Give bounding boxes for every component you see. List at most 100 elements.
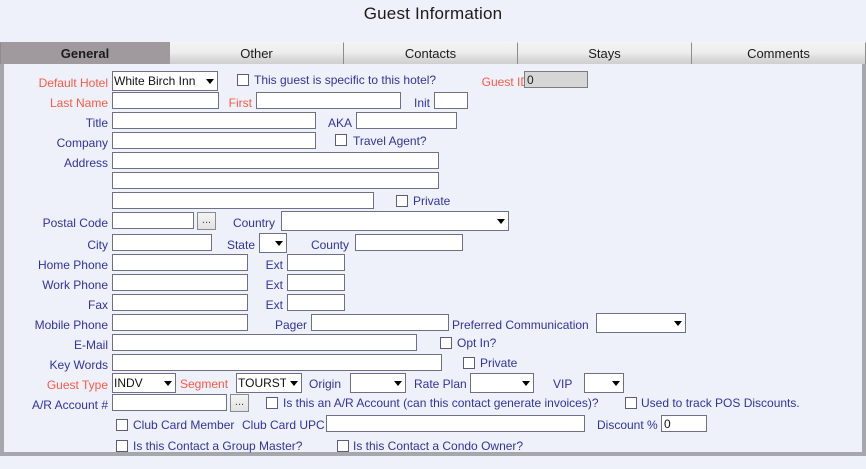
- aka-field[interactable]: [356, 112, 457, 129]
- specific-hotel-label: This guest is specific to this hotel?: [254, 73, 437, 87]
- default-hotel-select[interactable]: White Birch Inn: [112, 71, 218, 91]
- home-phone-label: Home Phone: [37, 258, 108, 272]
- default-hotel-select-control[interactable]: White Birch Inn: [112, 71, 218, 91]
- condo-owner-label: Is this Contact a Condo Owner?: [353, 439, 524, 453]
- country-select-control[interactable]: [281, 211, 509, 231]
- club-card-member-checkbox[interactable]: [116, 419, 128, 431]
- state-label: State: [226, 238, 255, 252]
- address-line1-field[interactable]: [112, 152, 439, 169]
- home-phone-field[interactable]: [112, 254, 248, 271]
- guest-type-label: Guest Type: [46, 378, 108, 392]
- preferred-communication-select[interactable]: [596, 313, 686, 333]
- fax-ext-field[interactable]: [287, 294, 345, 311]
- ar-account-label: A/R Account #: [31, 398, 108, 412]
- page-title: Guest Information: [363, 4, 503, 23]
- address-line2-field[interactable]: [112, 172, 439, 189]
- rate-plan-select[interactable]: [470, 373, 534, 393]
- mobile-phone-field[interactable]: [112, 314, 248, 331]
- opt-in-label: Opt In?: [457, 336, 497, 350]
- is-ar-account-label: Is this an A/R Account (can this contact…: [283, 396, 599, 410]
- travel-agent-label: Travel Agent?: [353, 134, 427, 148]
- county-field[interactable]: [355, 234, 463, 251]
- tab-contacts[interactable]: Contacts: [344, 42, 518, 64]
- tab-comments[interactable]: Comments: [692, 42, 866, 64]
- preferred-communication-select-control[interactable]: [596, 313, 686, 333]
- postal-code-field[interactable]: [112, 212, 194, 229]
- is-ar-account-checkbox[interactable]: [266, 397, 278, 409]
- preferred-communication-label: Preferred Communication: [452, 318, 589, 332]
- origin-select-control[interactable]: [350, 373, 406, 393]
- rate-plan-label: Rate Plan: [414, 377, 467, 391]
- discount-pct-label: Discount %: [597, 418, 658, 432]
- address-line3-field[interactable]: [112, 192, 374, 209]
- opt-in-checkbox[interactable]: [440, 337, 452, 349]
- club-card-upc-label: Club Card UPC: [242, 418, 325, 432]
- origin-select[interactable]: [350, 373, 406, 393]
- group-master-checkbox[interactable]: [116, 440, 128, 452]
- key-words-private-checkbox[interactable]: [463, 357, 475, 369]
- postal-code-label: Postal Code: [42, 216, 108, 230]
- club-card-upc-field[interactable]: [326, 415, 585, 432]
- origin-label: Origin: [309, 377, 342, 391]
- condo-owner-checkbox[interactable]: [337, 440, 349, 452]
- pager-label: Pager: [274, 318, 307, 332]
- tab-stays[interactable]: Stays: [518, 42, 692, 64]
- guest-id-field: [524, 71, 588, 88]
- vip-select-control[interactable]: [584, 373, 624, 393]
- init-label: Init: [413, 96, 430, 110]
- work-phone-ext-label: Ext: [265, 278, 283, 292]
- key-words-field[interactable]: [112, 354, 442, 371]
- fax-ext-label: Ext: [265, 298, 283, 312]
- county-label: County: [310, 238, 349, 252]
- mobile-phone-label: Mobile Phone: [34, 318, 108, 332]
- pager-field[interactable]: [311, 314, 449, 331]
- fax-label: Fax: [87, 298, 108, 312]
- segment-label: Segment: [180, 377, 229, 391]
- work-phone-ext-field[interactable]: [287, 274, 345, 291]
- last-name-field[interactable]: [112, 92, 219, 109]
- state-select[interactable]: [259, 233, 287, 253]
- work-phone-label: Work Phone: [42, 278, 108, 292]
- address-private-label: Private: [413, 194, 451, 208]
- city-field[interactable]: [112, 234, 212, 251]
- pos-discounts-checkbox[interactable]: [625, 397, 637, 409]
- guest-id-label: Guest ID: [481, 75, 529, 89]
- key-words-label: Key Words: [49, 358, 108, 372]
- address-private-checkbox[interactable]: [396, 195, 408, 207]
- default-hotel-label: Default Hotel: [38, 76, 108, 90]
- vip-label: VIP: [553, 377, 573, 391]
- fax-field[interactable]: [112, 294, 248, 311]
- init-field[interactable]: [434, 92, 468, 109]
- tab-bar: General Other Contacts Stays Comments: [0, 42, 866, 64]
- first-name-field[interactable]: [256, 92, 401, 109]
- travel-agent-checkbox[interactable]: [335, 134, 347, 146]
- segment-select[interactable]: TOURST: [236, 373, 302, 393]
- discount-pct-field[interactable]: [661, 415, 707, 432]
- general-tab-panel: Default Hotel White Birch Inn This guest…: [0, 64, 866, 456]
- guest-type-select[interactable]: INDV: [112, 373, 176, 393]
- home-phone-ext-field[interactable]: [287, 254, 345, 271]
- group-master-label: Is this Contact a Group Master?: [133, 439, 303, 453]
- country-select[interactable]: [281, 211, 509, 231]
- company-field[interactable]: [112, 132, 316, 149]
- rate-plan-select-control[interactable]: [470, 373, 534, 393]
- tab-other[interactable]: Other: [170, 42, 344, 64]
- tab-general[interactable]: General: [0, 42, 170, 64]
- segment-select-control[interactable]: TOURST: [236, 373, 302, 393]
- vip-select[interactable]: [584, 373, 624, 393]
- work-phone-field[interactable]: [112, 274, 248, 291]
- country-label: Country: [232, 216, 275, 230]
- guest-type-select-control[interactable]: INDV: [112, 373, 176, 393]
- title-field[interactable]: [112, 112, 316, 129]
- city-label: City: [87, 238, 108, 252]
- ar-account-field[interactable]: [112, 394, 227, 411]
- postal-code-browse-button[interactable]: ...: [197, 212, 216, 230]
- specific-hotel-checkbox[interactable]: [237, 74, 249, 86]
- first-name-label: First: [228, 96, 252, 110]
- ar-account-browse-button[interactable]: ...: [230, 394, 249, 412]
- last-name-label: Last Name: [49, 96, 108, 110]
- state-select-control[interactable]: [259, 233, 287, 253]
- aka-label: AKA: [327, 116, 352, 130]
- club-card-member-label: Club Card Member: [133, 418, 235, 432]
- email-field[interactable]: [112, 334, 417, 351]
